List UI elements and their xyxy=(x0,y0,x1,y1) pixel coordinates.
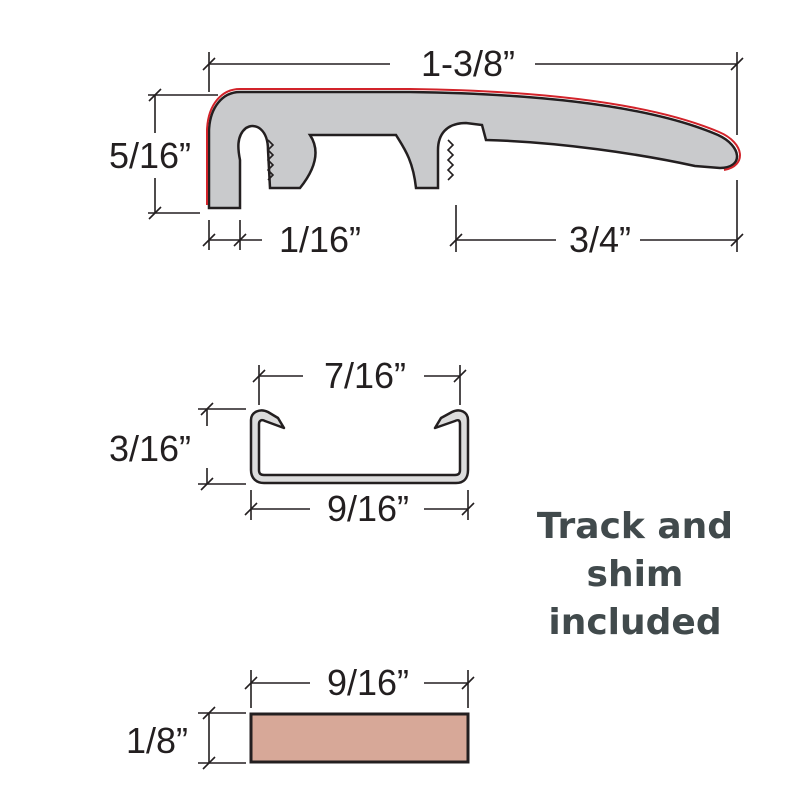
reducer-profile xyxy=(206,88,741,210)
track-height-label: 3/16” xyxy=(109,428,191,469)
shim-profile xyxy=(249,712,470,764)
note-line-1: Track and xyxy=(536,506,734,547)
track-bottom-label: 9/16” xyxy=(327,488,409,529)
note-line-2: shim xyxy=(586,554,684,595)
track-profile xyxy=(249,409,470,485)
included-note: Track and shim included xyxy=(500,503,770,647)
track-channel xyxy=(249,409,470,485)
shim-height-dimension: 1/8” xyxy=(126,706,246,770)
shim-width-dimension: 9/16” xyxy=(244,662,475,708)
track-bottom-dimension: 9/16” xyxy=(244,488,475,529)
reducer-top-surface xyxy=(206,88,741,205)
track-top-label: 7/16” xyxy=(324,355,406,396)
reducer-taper-dimension: 3/4” xyxy=(449,180,744,260)
note-line-3: included xyxy=(548,602,722,643)
reducer-height-dimension: 5/16” xyxy=(109,88,218,220)
shim-width-label: 9/16” xyxy=(327,662,409,703)
serration-left xyxy=(266,139,275,181)
reducer-taper-label: 3/4” xyxy=(569,219,631,260)
track-height-dimension: 3/16” xyxy=(109,402,246,491)
reducer-lip-label: 1/16” xyxy=(279,219,361,260)
serration-right xyxy=(446,139,455,181)
track-top-dimension: 7/16” xyxy=(252,355,467,405)
reducer-width-label: 1-3/8” xyxy=(421,43,515,84)
reducer-lip-dimension: 1/16” xyxy=(202,219,361,260)
shim-height-label: 1/8” xyxy=(126,720,188,761)
shim-block xyxy=(249,712,470,764)
reducer-body xyxy=(207,90,739,210)
reducer-width-dimension: 1-3/8” xyxy=(202,43,744,135)
reducer-height-label: 5/16” xyxy=(109,135,191,176)
